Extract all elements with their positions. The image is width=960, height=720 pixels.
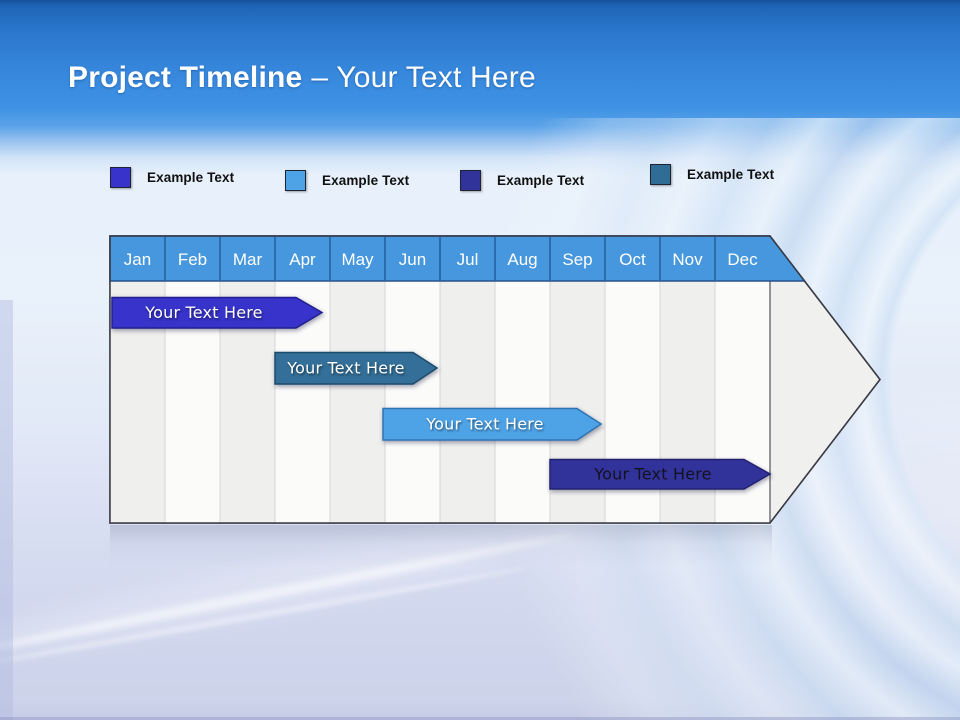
month-header-label: Jul	[457, 250, 479, 269]
month-header-label: Apr	[289, 250, 316, 269]
month-column	[330, 281, 385, 523]
gantt-bar-label: Your Text Here	[286, 359, 404, 378]
slide-title-sub: – Your Text Here	[311, 61, 536, 94]
gantt-bar-label: Your Text Here	[144, 303, 262, 322]
month-column	[385, 281, 440, 523]
legend-item-3: Example Text	[460, 170, 584, 191]
month-column	[440, 281, 495, 523]
gantt-bar-3: Your Text Here	[382, 407, 603, 441]
month-header-label: Feb	[178, 250, 207, 269]
month-header-label: Aug	[507, 250, 537, 269]
gantt-bar-label: Your Text Here	[593, 465, 711, 484]
legend-swatch-3	[460, 170, 481, 191]
slide-title: Project Timeline– Your Text Here	[68, 60, 928, 96]
gantt-bar-2: Your Text Here	[274, 351, 439, 385]
month-header-label: Jan	[124, 250, 151, 269]
gantt-bar-shape	[382, 407, 603, 441]
gantt-bar-4: Your Text Here	[549, 458, 772, 490]
legend-swatch-1	[110, 167, 131, 188]
gantt-bar-shape	[549, 458, 772, 490]
month-header-label: Dec	[727, 250, 758, 269]
legend-swatch-4	[650, 164, 671, 185]
legend-swatch-2	[285, 170, 306, 191]
month-header-label: Jun	[399, 250, 426, 269]
month-header-label: May	[341, 250, 374, 269]
legend-label-2: Example Text	[322, 173, 410, 188]
legend-item-1: Example Text	[110, 167, 234, 188]
legend-label-1: Example Text	[147, 170, 235, 185]
legend-label-4: Example Text	[687, 167, 775, 182]
gantt-bar-1: Your Text Here	[111, 296, 324, 329]
timeline-arrow-outline	[109, 235, 881, 524]
legend-label-3: Example Text	[497, 173, 585, 188]
gantt-bar-label: Your Text Here	[425, 415, 543, 434]
header-separators	[164, 237, 716, 280]
month-header-label: Sep	[562, 250, 592, 269]
gantt-bar-shape	[111, 296, 324, 329]
slide-title-main: Project Timeline	[68, 61, 303, 94]
gantt-bar-shape	[274, 351, 439, 385]
month-header-label: Mar	[233, 250, 263, 269]
legend-item-4: Example Text	[650, 164, 774, 185]
legend-item-2: Example Text	[285, 170, 409, 191]
month-header-label: Nov	[672, 250, 703, 269]
month-header-labels: Jan Feb Mar Apr May Jun Jul Aug Sep Oct …	[124, 250, 758, 269]
month-header-label: Oct	[619, 250, 646, 269]
month-column	[495, 281, 550, 523]
